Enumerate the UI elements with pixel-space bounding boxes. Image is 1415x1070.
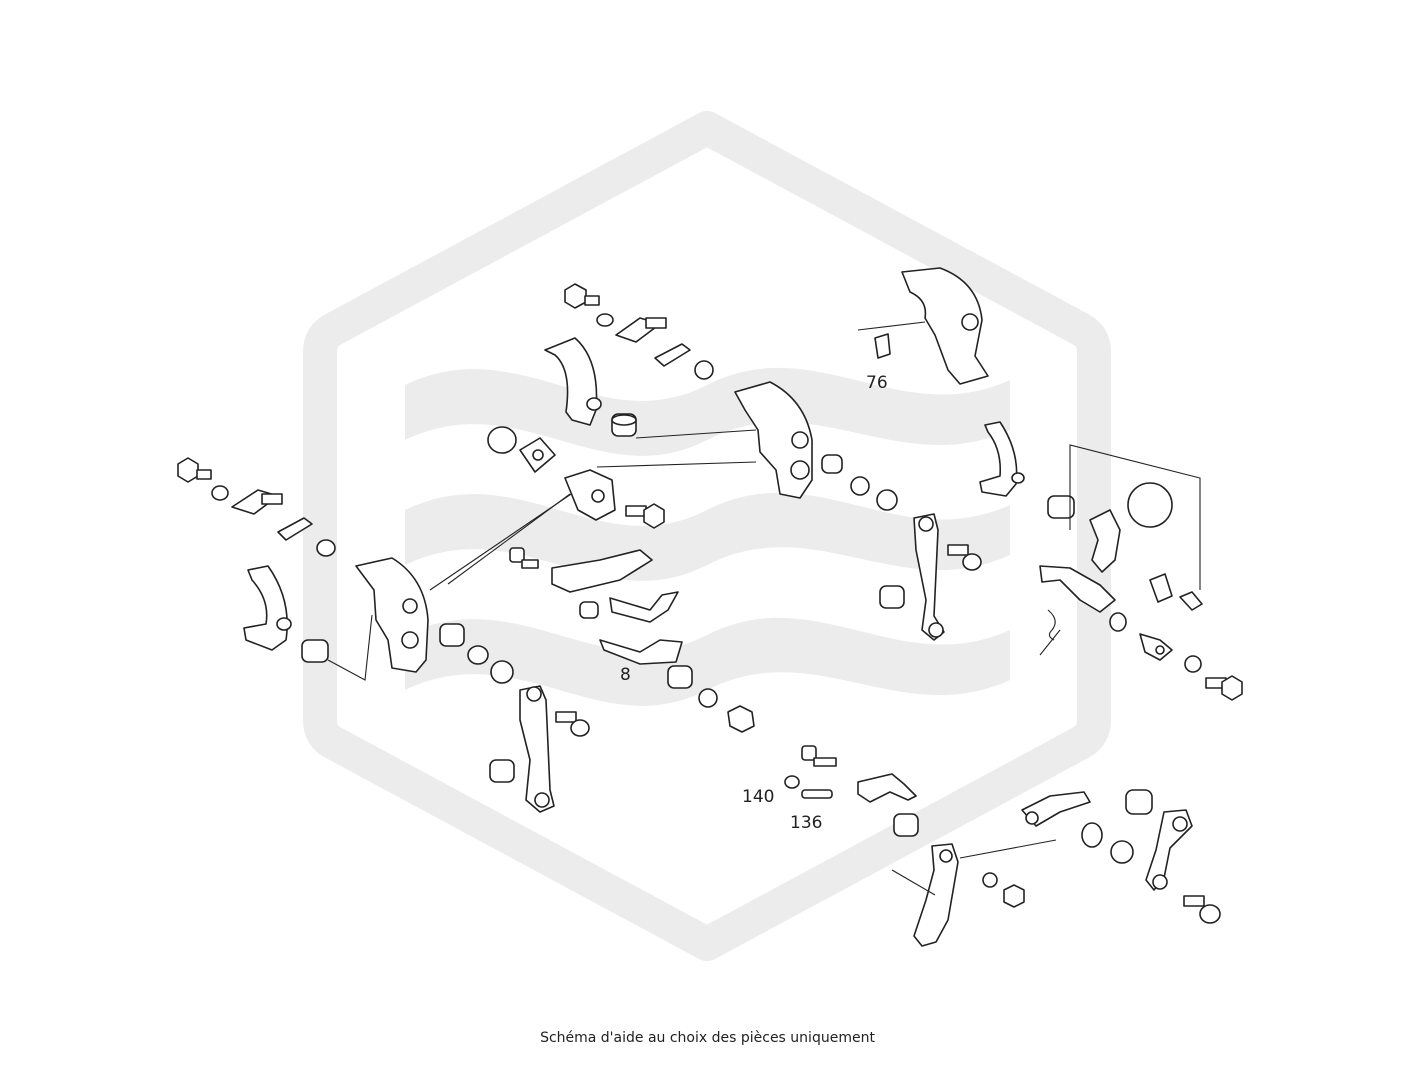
shift-lever (519, 685, 555, 813)
selector-lever (1089, 509, 1121, 573)
shaft-pin (801, 789, 833, 799)
washer (698, 688, 718, 708)
washer (1109, 612, 1127, 632)
shift-fork (979, 421, 1025, 497)
intermediate-lever (1021, 791, 1091, 827)
needle-bearing (301, 639, 329, 663)
washer (1110, 840, 1134, 864)
bushing (489, 759, 515, 783)
callout-8: 8 (620, 665, 631, 685)
spring-clip (609, 591, 679, 623)
bushing (439, 623, 465, 647)
spring-clip (874, 333, 891, 359)
needle-bearing (611, 413, 637, 437)
shift-lever (913, 513, 945, 641)
hexagon-wave-logo-icon (303, 111, 1111, 961)
lever-plate (1139, 633, 1173, 661)
shift-fork (544, 337, 602, 426)
bolt-hex-icon (1205, 675, 1243, 701)
o-ring (1081, 822, 1103, 848)
spring-clip (1149, 573, 1173, 603)
pin-bolt (801, 745, 837, 767)
bolt-icon (555, 711, 590, 737)
washer (876, 489, 898, 511)
o-ring (784, 775, 800, 789)
detent-housing (564, 469, 616, 521)
shift-fork (901, 267, 989, 385)
washer (1184, 655, 1202, 673)
bolt-hex-icon (564, 283, 600, 309)
washer (490, 660, 514, 684)
bushing (1125, 789, 1153, 815)
flange-plate (519, 437, 556, 473)
needle-bearing (1047, 495, 1075, 519)
bracket-pin (615, 317, 667, 343)
callout-140: 140 (742, 787, 774, 807)
bushing (879, 585, 905, 609)
bolt-hex-icon (625, 503, 665, 529)
o-ring (467, 645, 489, 665)
callout-76: 76 (866, 373, 888, 393)
shift-lever (913, 843, 959, 947)
bushing (893, 813, 919, 837)
bolt-icon (1179, 591, 1203, 611)
nut-icon (1003, 884, 1025, 908)
diagram-caption: Schéma d'aide au choix des pièces unique… (540, 1030, 875, 1046)
bushing (821, 454, 843, 474)
o-ring (694, 360, 714, 380)
nut-icon (727, 705, 755, 733)
washer (596, 313, 614, 327)
shift-lever (1145, 809, 1193, 891)
spring-icon (1047, 609, 1056, 641)
o-ring (316, 539, 336, 557)
gasket-plate (277, 517, 313, 541)
shift-fork (734, 381, 813, 499)
o-ring (487, 426, 517, 454)
o-ring (850, 476, 870, 496)
pin-bolt (509, 547, 539, 569)
bolt-hex-icon (177, 457, 212, 483)
bushing (667, 665, 693, 689)
gasket-plate (654, 343, 691, 367)
shift-fork (355, 557, 429, 673)
shift-fork (243, 565, 292, 651)
interlock-plate (551, 549, 653, 593)
bolt-icon (1183, 895, 1221, 924)
washer (982, 872, 998, 888)
sealing-ball (1127, 482, 1173, 528)
bracket-pin (231, 489, 283, 515)
intermediate-lever (1039, 565, 1116, 613)
callout-136: 136 (790, 813, 822, 833)
retaining-clip (599, 639, 683, 665)
selector-finger (857, 773, 917, 803)
washer (211, 485, 229, 501)
bushing (579, 601, 599, 619)
bolt-icon (947, 544, 982, 571)
